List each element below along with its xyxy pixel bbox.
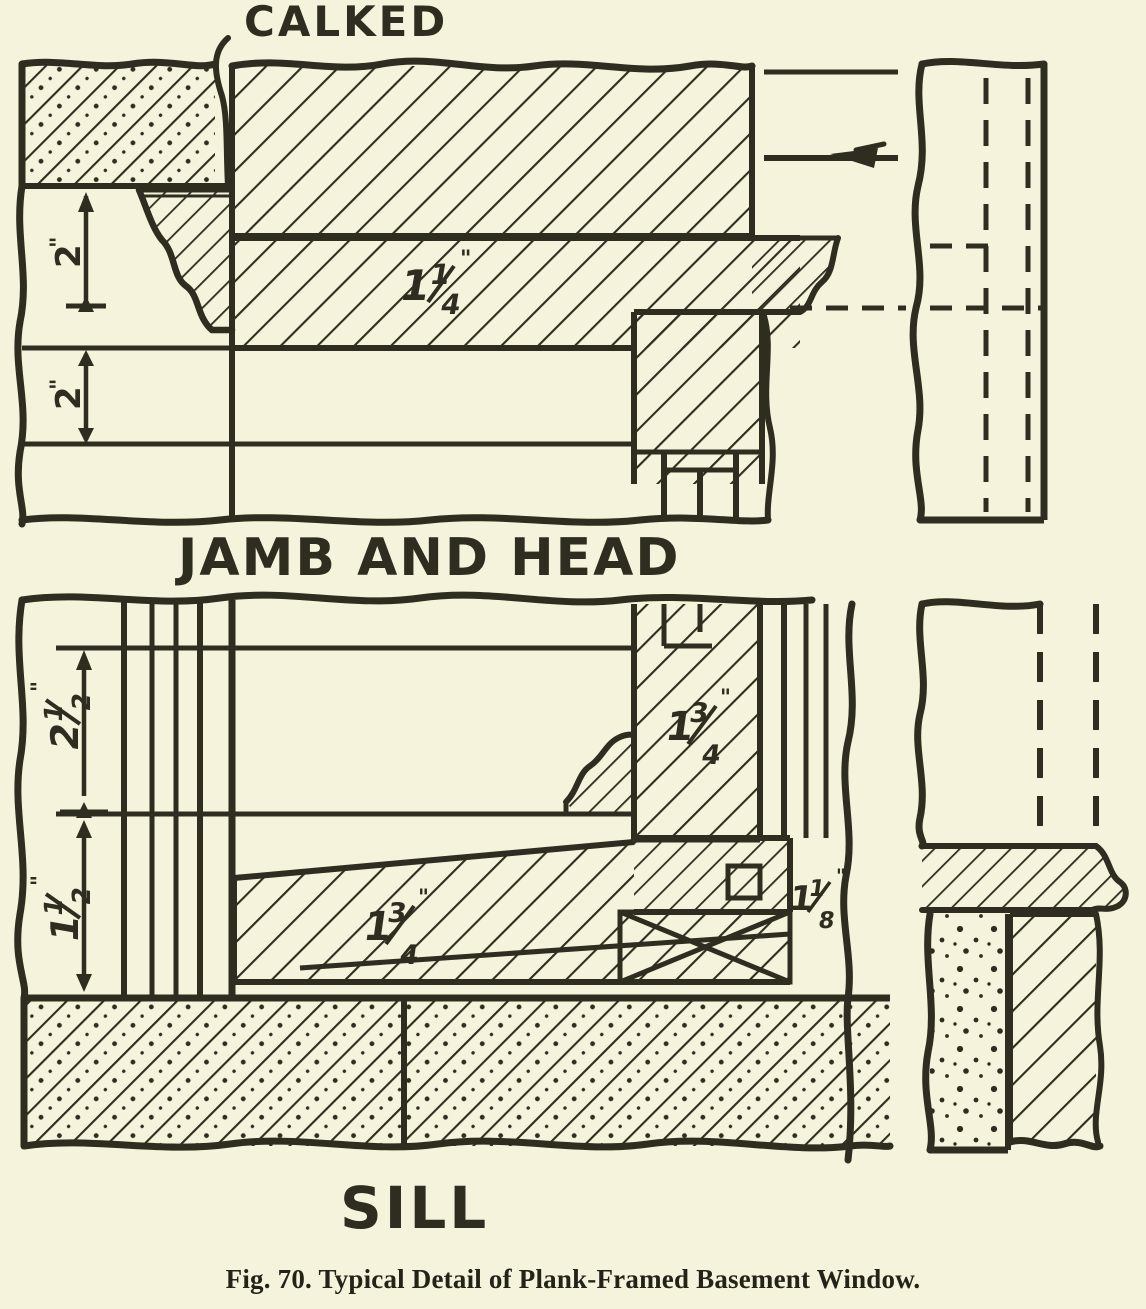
svg-text:2: 2 (67, 691, 96, 713)
dimension-stool-1-1-8in: 1 1 8 " (787, 865, 846, 934)
svg-text:8: 8 (817, 908, 837, 934)
dimension-chain-upper (66, 192, 106, 444)
head-casing-moulding (135, 186, 236, 334)
svg-text:": " (836, 865, 846, 887)
svg-text:2: 2 (49, 386, 89, 410)
calked-leader-line (212, 35, 231, 189)
break-line-top-sill (18, 591, 816, 606)
blind-stop-section (631, 309, 765, 518)
dimension-chain-sill (60, 650, 108, 992)
svg-text:": " (47, 237, 72, 248)
jamb-and-head-title: JAMB AND HEAD (175, 528, 681, 588)
svg-text:": " (27, 875, 51, 886)
svg-text:": " (47, 379, 72, 390)
foundation-masonry (20, 994, 894, 1152)
svg-text:2: 2 (49, 244, 89, 268)
dimension-top-2in: 2 " (47, 237, 89, 268)
sill-brace-detail (617, 909, 793, 985)
masonry-wall-left (18, 58, 232, 189)
svg-text:4: 4 (398, 940, 421, 971)
svg-text:2: 2 (67, 885, 96, 907)
nail-icon (830, 141, 887, 168)
svg-text:4: 4 (700, 740, 723, 771)
dimension-upper-2-1-2in: 2 1 2 " (27, 681, 96, 754)
jamb-and-head-detail: 2 " 2 " 1 1 4 " CALKED JAMB AND HEAD (14, 0, 1048, 588)
jamb-elevation-view (909, 57, 1048, 524)
dimension-sill-1-3-4in: 1 3 4 " (361, 885, 429, 971)
sill-outer-lining (781, 604, 829, 838)
svg-text:1: 1 (39, 702, 68, 724)
figure-caption: Fig. 70. Typical Detail of Plank-Framed … (225, 1264, 921, 1294)
break-line-left-sill (14, 596, 29, 1002)
dimension-sash-thickness: 1 1 4 " (396, 247, 471, 321)
stool-and-nosing-section (634, 835, 793, 915)
svg-text:": " (720, 685, 731, 709)
break-line-left-upper (14, 182, 27, 528)
sill-elevation-view (914, 598, 1129, 1154)
sill-detail: 2 1 2 " 1 1 2 " 1 3 4 " 1 3 4 " (14, 591, 1129, 1242)
svg-text:1: 1 (39, 896, 68, 918)
sill-title: SILL (340, 1174, 489, 1242)
svg-text:": " (418, 885, 429, 909)
sash-bead-moulding (563, 731, 637, 812)
casing-outer-break-line (761, 313, 776, 523)
dimension-jamb-1-3-4in: 1 3 4 " (663, 685, 731, 771)
dimension-lower-1-1-2in: 1 1 2 " (27, 875, 96, 946)
dimension-bottom-2in: 2 " (47, 379, 89, 410)
head-plank-section (228, 57, 756, 239)
svg-text:1: 1 (787, 879, 816, 919)
svg-text:": " (27, 681, 51, 692)
break-line-bottom-upper (18, 514, 772, 526)
svg-text:": " (460, 247, 471, 272)
calked-label: CALKED (244, 0, 448, 46)
